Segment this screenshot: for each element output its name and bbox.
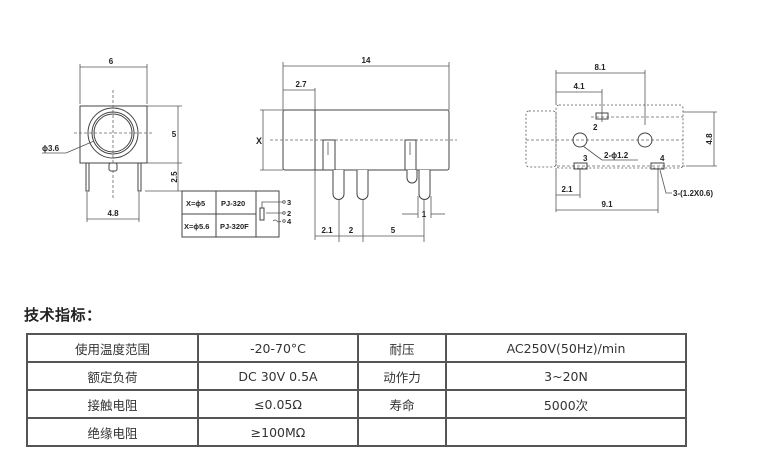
- spec-label: 使用温度范围: [26, 333, 199, 363]
- spec-value: ≥100MΩ: [197, 417, 359, 447]
- table-row: 绝缘电阻 ≥100MΩ: [26, 417, 687, 447]
- model-x-2: X=ϕ5.6: [184, 222, 209, 231]
- specs-table: 使用温度范围 -20-70°C 耐压 AC250V(50Hz)/min 额定负荷…: [26, 333, 687, 447]
- dim-pin-offset-1: 2.1: [321, 226, 333, 235]
- spec-label: 额定负荷: [26, 361, 199, 391]
- spec-label: 绝缘电阻: [26, 417, 199, 447]
- dim-pin-offset-3: 5: [391, 226, 396, 235]
- front-view: 6 5 2.5 4.8 ϕ3.6: [42, 57, 182, 222]
- model-x-1: X=ϕ5: [186, 199, 205, 208]
- spec-label: 寿命: [357, 389, 447, 419]
- pad-label: 3-(1.2X0.6): [673, 189, 713, 198]
- hole-label: 2-ϕ1.2: [604, 151, 629, 160]
- dim-width: 6: [109, 57, 114, 66]
- spec-value: AC250V(50Hz)/min: [445, 333, 687, 363]
- technical-drawing: 6 5 2.5 4.8 ϕ3.6 X=ϕ5 PJ-320: [42, 56, 717, 242]
- spec-label: 动作力: [357, 361, 447, 391]
- dim-length: 14: [362, 56, 371, 65]
- dim-pin-length: 2.5: [170, 171, 179, 183]
- side-view: 14 2.7 X 2.1 2 5 1: [256, 56, 457, 242]
- pin-label-4: 4: [287, 217, 292, 226]
- footprint-view: 8.1 4.1 2 2-ϕ1.2 3 4 4.8 2.1 9.1 3-(1.2X…: [525, 63, 717, 213]
- dim-4-8: 4.8: [705, 133, 714, 145]
- pin-2-label: 2: [593, 123, 598, 132]
- dim-9-1: 9.1: [601, 200, 613, 209]
- dim-flange: 2.7: [295, 80, 307, 89]
- spec-label: 耐压: [357, 333, 447, 363]
- spec-label: [357, 417, 447, 447]
- model-table: X=ϕ5 PJ-320 X=ϕ5.6 PJ-320F 3 2 4: [181, 190, 292, 238]
- spec-value: -20-70°C: [197, 333, 359, 363]
- dim-2-1: 2.1: [561, 185, 573, 194]
- dim-pin-width: 1: [422, 210, 427, 219]
- dim-4-1: 4.1: [573, 82, 585, 91]
- pin-3-label: 3: [583, 154, 588, 163]
- pin-label-2: 2: [287, 209, 291, 218]
- dim-8-1: 8.1: [594, 63, 606, 72]
- spec-label: 接触电阻: [26, 389, 199, 419]
- dim-hole: ϕ3.6: [42, 144, 60, 153]
- pin-4-label: 4: [660, 154, 665, 163]
- specs-title: 技术指标：: [24, 306, 102, 324]
- spec-value: ≤0.05Ω: [197, 389, 359, 419]
- dim-pin-spacing: 4.8: [107, 209, 119, 218]
- dim-pin-offset-2: 2: [349, 226, 354, 235]
- model-name-1: PJ-320: [221, 199, 245, 208]
- dim-height: 5: [172, 130, 177, 139]
- table-row: 额定负荷 DC 30V 0.5A 动作力 3~20N: [26, 361, 687, 391]
- spec-value: DC 30V 0.5A: [197, 361, 359, 391]
- table-row: 使用温度范围 -20-70°C 耐压 AC250V(50Hz)/min: [26, 333, 687, 363]
- table-row: 接触电阻 ≤0.05Ω 寿命 5000次: [26, 389, 687, 419]
- dim-x: X: [256, 136, 262, 146]
- model-name-2: PJ-320F: [220, 222, 249, 231]
- pin-label-3: 3: [287, 198, 291, 207]
- spec-value: 3~20N: [445, 361, 687, 391]
- spec-value: 5000次: [445, 389, 687, 419]
- spec-value: [445, 417, 687, 447]
